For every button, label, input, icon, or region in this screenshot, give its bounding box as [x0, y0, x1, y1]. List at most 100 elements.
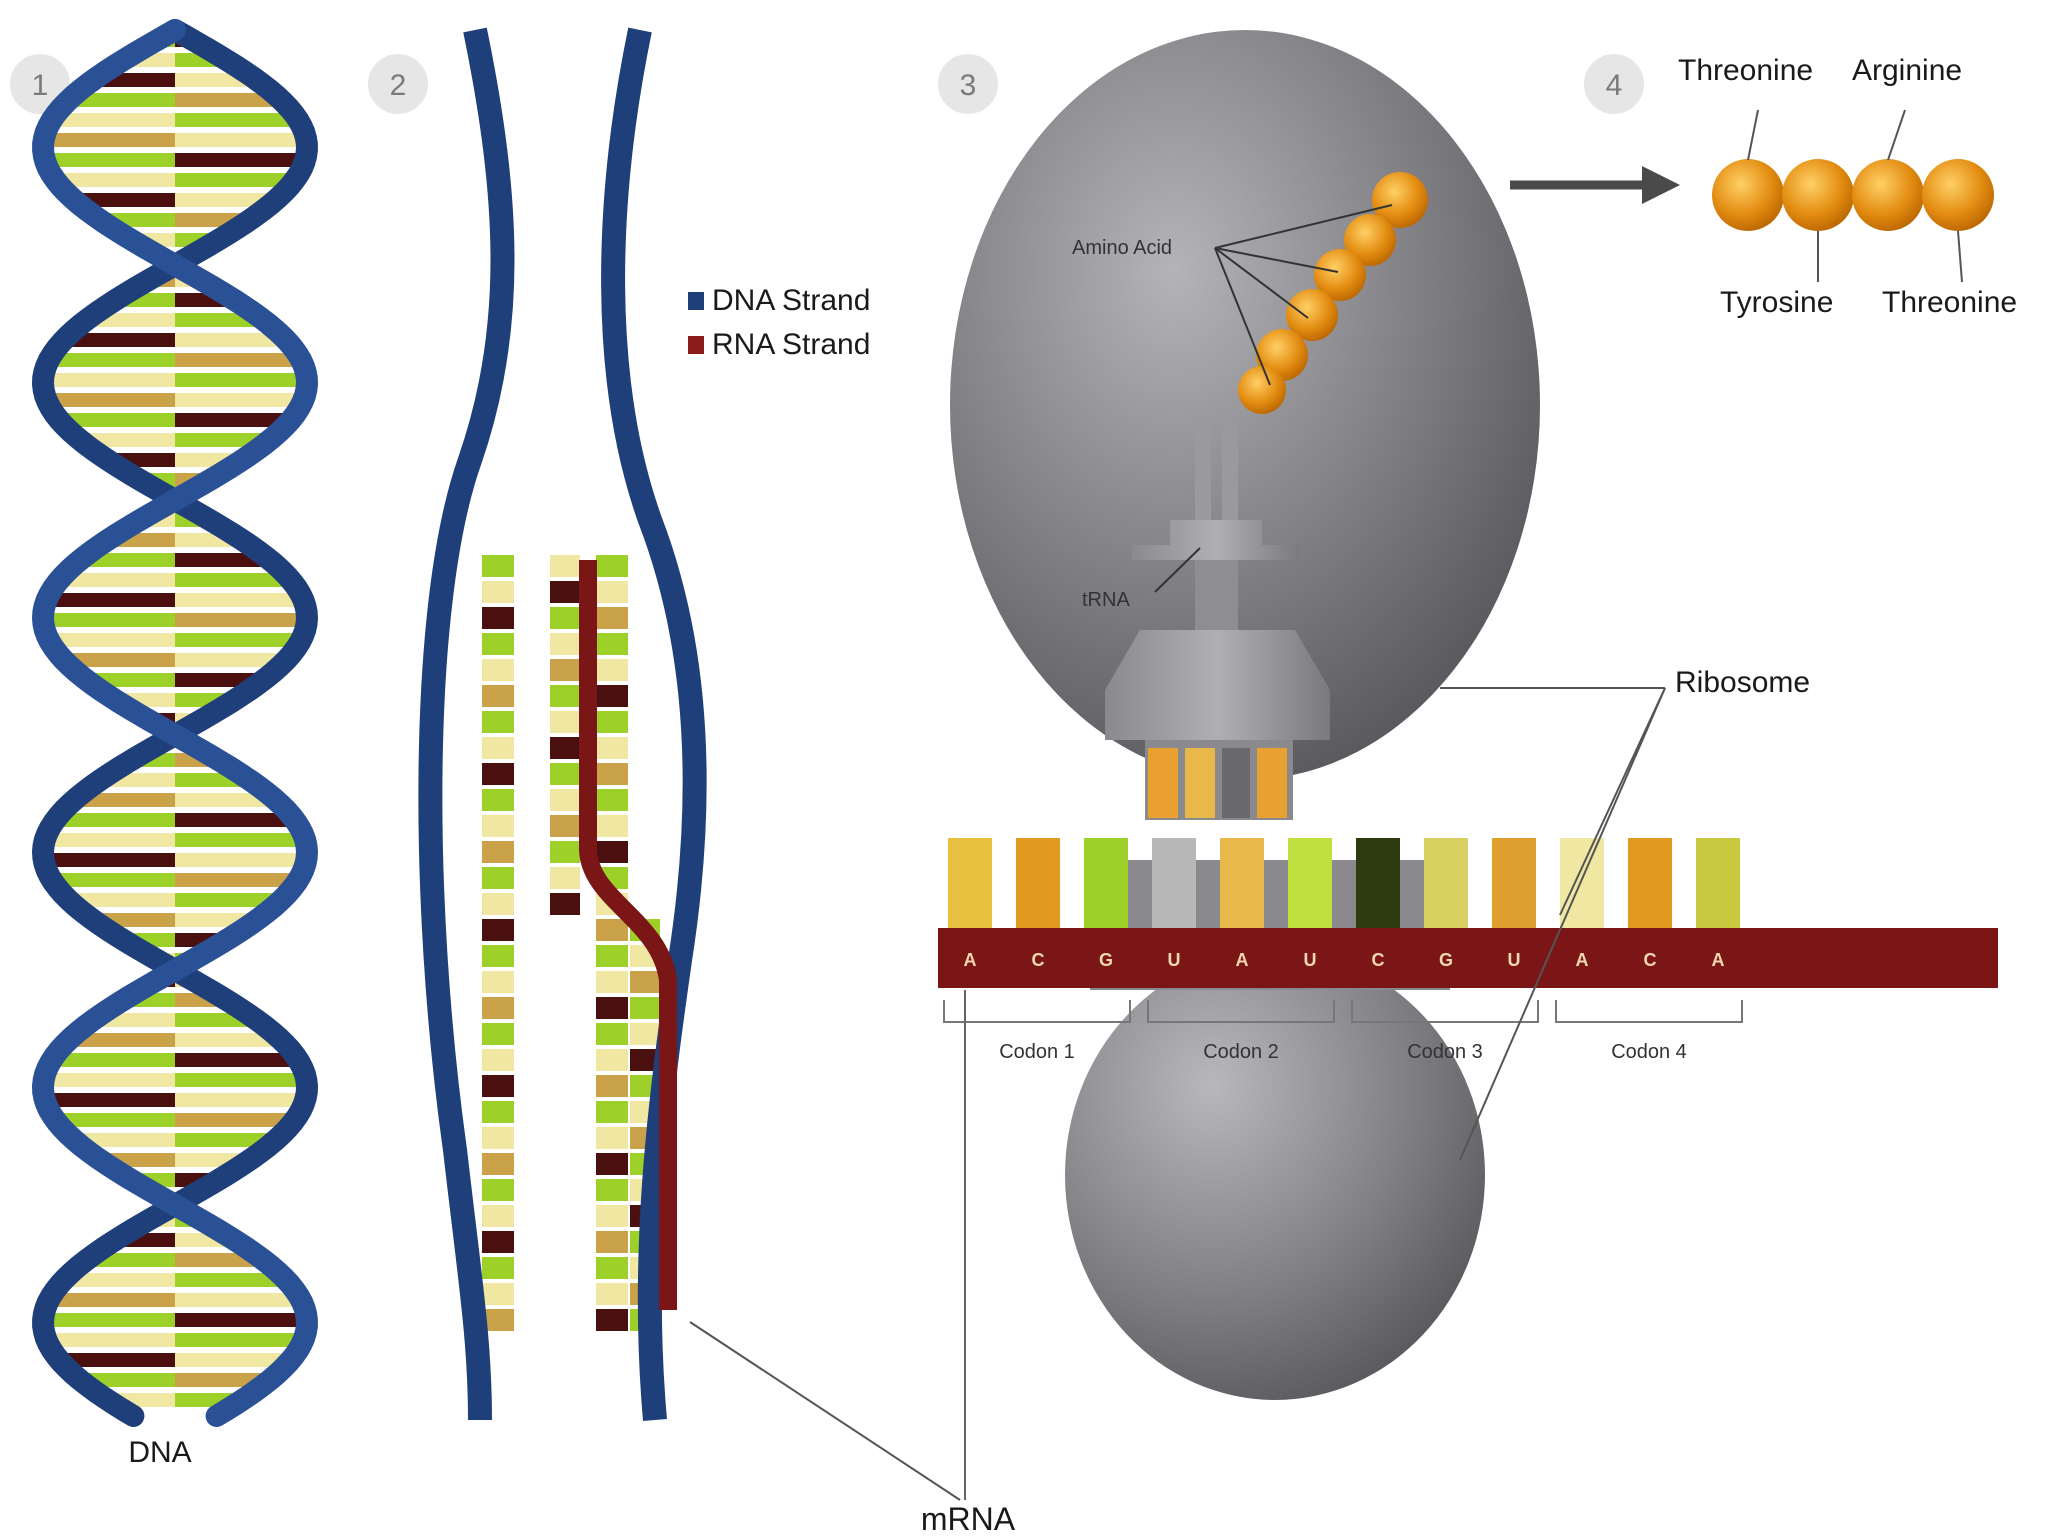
base-pair	[43, 133, 175, 147]
base-pair	[175, 1313, 307, 1327]
rna-base	[630, 997, 660, 1019]
legend: DNA Strand RNA Strand	[688, 284, 870, 361]
nucleotide-letter: G	[1439, 950, 1453, 970]
dna-base	[482, 1231, 514, 1253]
base-pair	[55, 173, 175, 187]
base-pair	[68, 93, 175, 107]
dna-base	[596, 1153, 628, 1175]
dna-base	[482, 555, 514, 577]
codon-bracket	[1555, 1000, 1743, 1023]
dna-base	[596, 971, 628, 993]
base-pair	[175, 813, 295, 827]
base-pair	[175, 193, 276, 207]
base-pair	[175, 1293, 302, 1307]
dna-base	[596, 1179, 628, 1201]
dna-base	[596, 841, 628, 863]
base-pair	[59, 1353, 175, 1367]
dna-double-helix: DNA	[31, 19, 319, 1469]
amino-acid-top-2: Arginine	[1852, 54, 1962, 87]
base-pair	[43, 613, 175, 627]
base-pair	[80, 1373, 175, 1387]
dna-base	[596, 1023, 628, 1045]
base-pair	[175, 613, 307, 627]
dna-base	[482, 1309, 514, 1331]
dna-base	[482, 789, 514, 811]
helix-backbone-b	[31, 19, 319, 1427]
base-pair	[175, 1033, 282, 1047]
dna-base	[596, 815, 628, 837]
rna-strand	[579, 560, 677, 1310]
dna-base	[596, 763, 628, 785]
ribosome-callout: Ribosome	[1440, 666, 1810, 1161]
base-pair	[80, 553, 175, 567]
dna-base	[482, 1101, 514, 1123]
dna-base	[596, 919, 628, 941]
base-pair	[44, 1093, 175, 1107]
base-pair	[44, 153, 175, 167]
ribosome-label: Ribosome	[1675, 666, 1810, 699]
dna-base	[482, 737, 514, 759]
base-pair	[175, 853, 307, 867]
rna-base	[630, 971, 660, 993]
base-pair	[43, 853, 175, 867]
base-pair	[55, 813, 175, 827]
rna-base	[550, 841, 580, 863]
legend-dna-label: DNA Strand	[712, 284, 870, 317]
mrna-base	[1016, 838, 1060, 928]
base-pair	[46, 393, 175, 407]
base-pair	[43, 1073, 175, 1087]
amino-acid-label: Amino Acid	[1072, 237, 1172, 259]
base-pair	[175, 633, 302, 647]
dna-base	[596, 1257, 628, 1279]
amino-acid-3	[1852, 159, 1924, 231]
base-pair	[44, 833, 175, 847]
step-3-label: 3	[960, 69, 977, 102]
rna-base	[550, 581, 580, 603]
dna-base	[482, 1075, 514, 1097]
nucleotide-letter: U	[1304, 950, 1317, 970]
base-pair	[175, 433, 270, 447]
dna-base	[596, 607, 628, 629]
rna-base	[550, 893, 580, 915]
codon-label: Codon 3	[1407, 1041, 1483, 1063]
nucleotide-letter: U	[1508, 950, 1521, 970]
dna-base	[482, 1179, 514, 1201]
codon-bracket	[1147, 1000, 1335, 1023]
base-pair	[175, 1133, 276, 1147]
dna-base	[596, 633, 628, 655]
base-pair	[59, 413, 175, 427]
base-pair	[175, 1073, 307, 1087]
nucleotide-letter: C	[1032, 950, 1045, 970]
base-pair	[175, 833, 306, 847]
codon-label: Codon 1	[999, 1041, 1075, 1063]
rna-base	[550, 607, 580, 629]
amino-acid-1	[1712, 159, 1784, 231]
base-pair	[175, 553, 270, 567]
base-pair	[175, 333, 287, 347]
dna-base	[482, 1205, 514, 1227]
mrna-backbone	[938, 928, 1998, 988]
base-pair	[48, 353, 176, 367]
dna-base	[596, 659, 628, 681]
dna-label: DNA	[128, 1436, 191, 1469]
base-pair	[175, 1353, 291, 1367]
rna-base	[630, 1049, 660, 1071]
base-pair	[175, 373, 307, 387]
dna-base	[596, 1127, 628, 1149]
rna-base	[550, 659, 580, 681]
dna-base	[482, 1153, 514, 1175]
base-pair	[51, 113, 175, 127]
step-4-label: 4	[1606, 69, 1623, 102]
amino-acid-2	[1782, 159, 1854, 231]
dna-base	[596, 945, 628, 967]
dna-base	[596, 1075, 628, 1097]
legend-dna-swatch	[688, 292, 704, 310]
dna-base	[482, 581, 514, 603]
dna-base	[596, 685, 628, 707]
dna-base	[596, 1309, 628, 1331]
dna-base	[482, 711, 514, 733]
rna-base	[550, 711, 580, 733]
dna-base	[596, 1231, 628, 1253]
codon-bracket	[943, 1000, 1131, 1023]
